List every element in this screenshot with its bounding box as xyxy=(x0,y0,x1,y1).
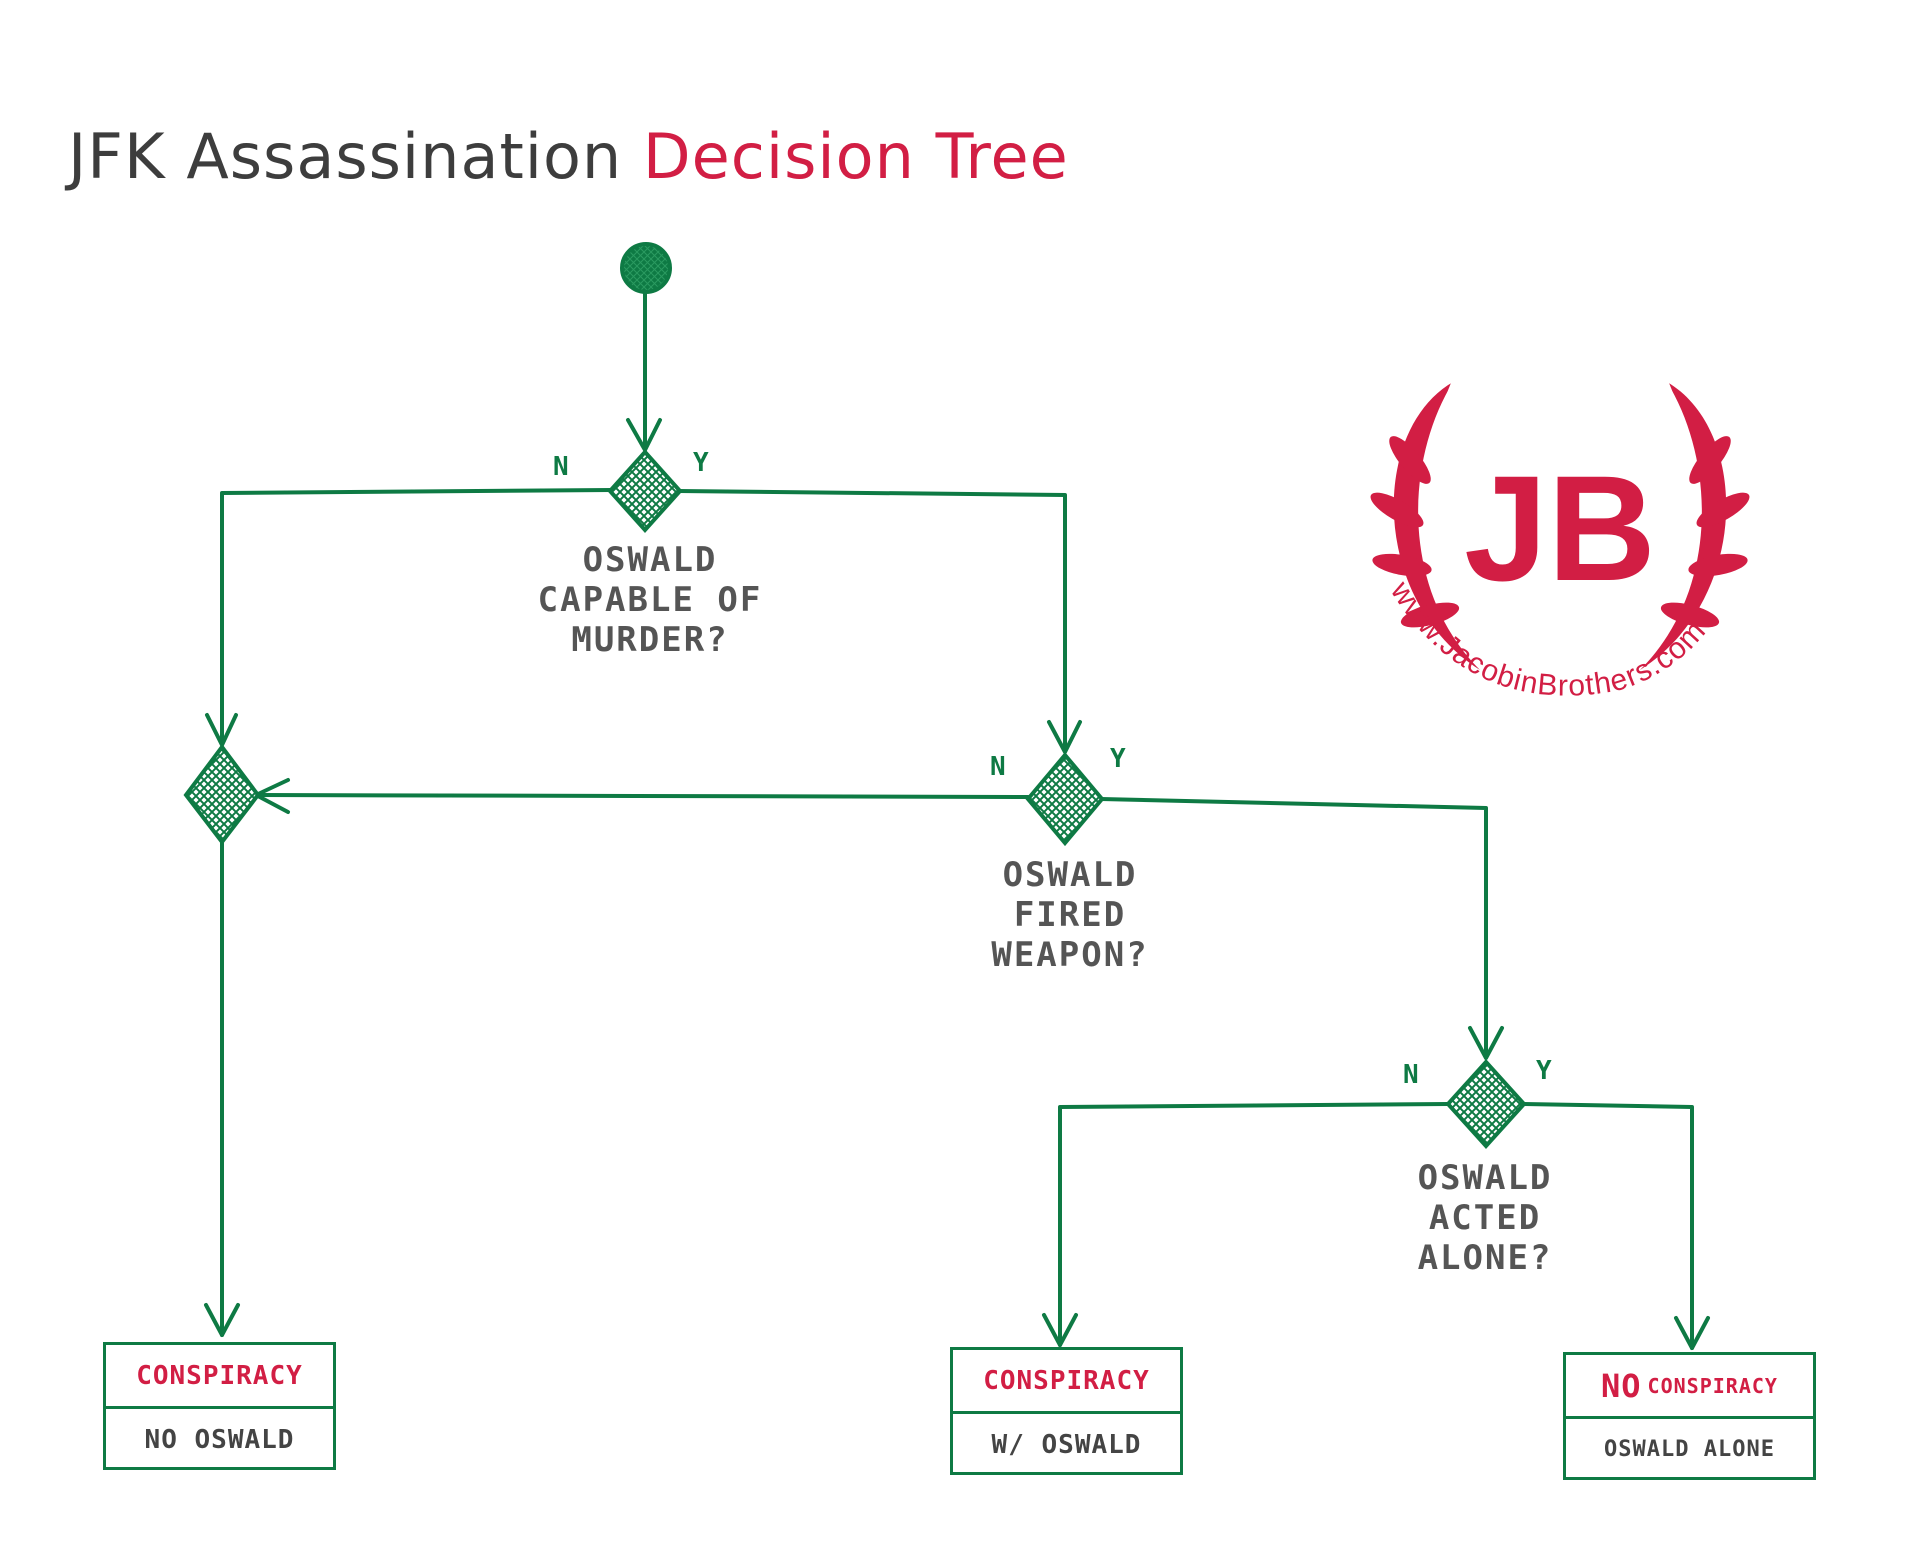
outcome-title: NO CONSPIRACY xyxy=(1566,1355,1813,1419)
outcome-subtitle: OSWALD ALONE xyxy=(1604,1437,1775,1462)
q2-no-label: N xyxy=(990,752,1006,782)
q2-yes-label: Y xyxy=(1110,744,1126,774)
edge-q1-yes xyxy=(676,489,1067,752)
arrowhead-o1 xyxy=(204,1303,240,1337)
decision-diamond-fired-weapon xyxy=(1025,751,1105,847)
question-oswald-capable: OSWALD CAPABLE OF MURDER? xyxy=(537,540,763,660)
q1-no-label: N xyxy=(553,452,569,482)
outcome-title: CONSPIRACY xyxy=(953,1350,1180,1414)
jacobin-brothers-logo: JB www.JacobinBrothers.com xyxy=(1370,381,1750,703)
outcome-subtitle: NO OSWALD xyxy=(144,1424,295,1455)
decision-diamond-acted-alone xyxy=(1445,1059,1527,1149)
edge-q2-no xyxy=(258,793,1030,799)
title-highlight: Decision Tree xyxy=(642,120,1069,193)
start-node xyxy=(620,242,672,294)
outcome-no-conspiracy-oswald-alone: NO CONSPIRACY OSWALD ALONE xyxy=(1563,1352,1816,1480)
title-main: JFK Assassination xyxy=(68,120,623,193)
arrowhead-o2 xyxy=(1042,1313,1078,1347)
outcome-conspiracy-with-oswald: CONSPIRACY W/ OSWALD xyxy=(950,1347,1183,1475)
outcome-conspiracy-no-oswald: CONSPIRACY NO OSWALD xyxy=(103,1342,336,1470)
logo-monogram: JB xyxy=(1464,444,1656,612)
merge-diamond xyxy=(183,743,261,846)
edge-q3-yes xyxy=(1522,1102,1694,1350)
edge-q1-no xyxy=(220,488,614,742)
q3-no-label: N xyxy=(1403,1060,1419,1090)
question-oswald-alone: OSWALD ACTED ALONE? xyxy=(1417,1158,1553,1278)
arrowhead-o3 xyxy=(1674,1316,1710,1350)
q1-yes-label: Y xyxy=(693,448,709,478)
decision-diamond-oswald-capable xyxy=(607,449,683,533)
q3-yes-label: Y xyxy=(1536,1056,1552,1086)
outcome-subtitle: W/ OSWALD xyxy=(991,1429,1142,1460)
question-oswald-fired: OSWALD FIRED WEAPON? xyxy=(991,855,1149,975)
edge-q3-no xyxy=(1058,1102,1450,1347)
arrowhead-q3 xyxy=(1468,1026,1504,1060)
laurel-wreath-icon xyxy=(1370,381,1750,670)
outcome-title-rest: CONSPIRACY xyxy=(1647,1373,1778,1398)
connector-lines xyxy=(204,288,1710,1350)
edge-q2-yes xyxy=(1099,797,1488,1057)
diagram-title: JFK Assassination Decision Tree xyxy=(68,120,1069,193)
outcome-title-lead: NO xyxy=(1601,1366,1642,1405)
outcome-title: CONSPIRACY xyxy=(106,1345,333,1409)
